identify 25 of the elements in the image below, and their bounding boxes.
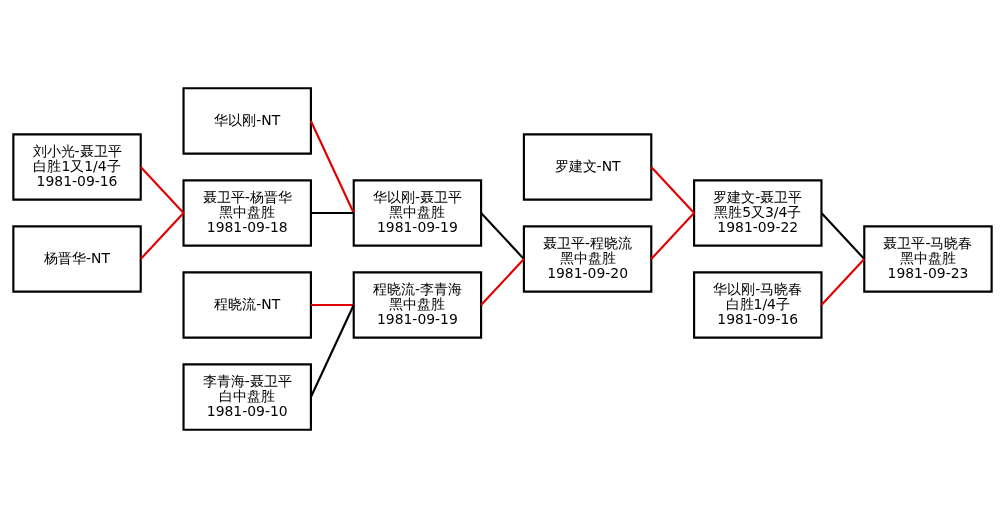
connector: [650, 165, 695, 214]
node-box: 聂卫平-马晓春 黑中盘胜 1981-09-23: [863, 224, 993, 293]
connector: [820, 257, 866, 306]
node-box: 程晓流-NT: [182, 270, 312, 339]
connector: [310, 303, 354, 306]
connector: [139, 211, 185, 260]
connector: [139, 165, 185, 214]
node-box: 华以刚-马晓春 白胜1/4子 1981-09-16: [693, 270, 823, 339]
node-box: 李青海-聂卫平 白中盘胜 1981-09-10: [182, 362, 312, 431]
connector: [650, 211, 695, 260]
connector: [310, 211, 354, 214]
connector: [480, 257, 525, 306]
connector: [480, 211, 525, 260]
connector: [309, 304, 355, 398]
node-box: 程晓流-李青海 黑中盘胜 1981-09-19: [352, 270, 483, 339]
node-box: 刘小光-聂卫平 白胜1又1/4子 1981-09-16: [12, 132, 142, 201]
node-box: 华以刚-聂卫平 黑中盘胜 1981-09-19: [352, 178, 483, 247]
node-box: 华以刚-NT: [182, 86, 312, 155]
node-box: 杨晋华-NT: [12, 224, 142, 293]
node-box: 聂卫平-杨晋华 黑中盘胜 1981-09-18: [182, 178, 312, 247]
node-box: 罗建文-聂卫平 黑胜5又3/4子 1981-09-22: [693, 178, 823, 247]
connector: [309, 119, 355, 213]
node-box: 罗建文-NT: [522, 132, 653, 201]
node-box: 聂卫平-程晓流 黑中盘胜 1981-09-20: [522, 224, 653, 293]
connector: [820, 211, 866, 260]
